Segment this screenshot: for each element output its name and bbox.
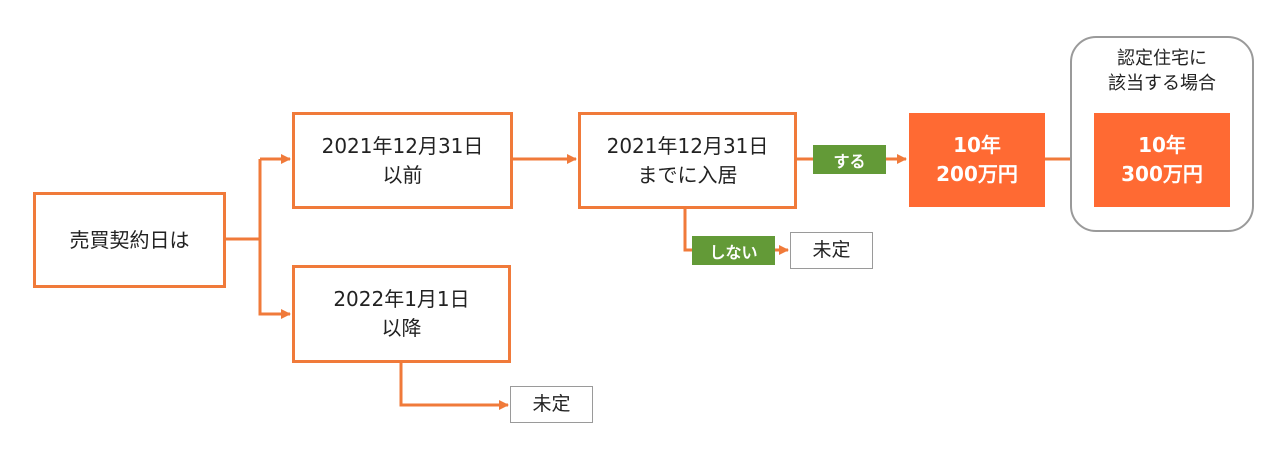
node-after-2022-01-01: 2022年1月1日 以降 [292, 265, 511, 363]
certified-housing-label: 認定住宅に 該当する場合 [1108, 48, 1216, 95]
connector-movedin-to-no [683, 209, 692, 252]
node-result-certified: 10年 300万円 [1094, 113, 1230, 207]
connector-root-trunk [226, 159, 262, 241]
connector-after-to-undecided [399, 363, 509, 410]
node-result-standard: 10年 200万円 [909, 113, 1045, 207]
badge-yes: する [813, 145, 886, 174]
node-before-2021-12-31: 2021年12月31日 以前 [292, 112, 513, 209]
node-undecided-after: 未定 [510, 386, 593, 423]
node-moved-in-by-2021-12-31: 2021年12月31日 までに入居 [578, 112, 797, 209]
node-contract-date: 売買契約日は [33, 192, 226, 288]
node-undecided-moved-in: 未定 [790, 232, 873, 269]
connector-root-to-after [258, 239, 291, 319]
badge-no: しない [692, 236, 775, 265]
